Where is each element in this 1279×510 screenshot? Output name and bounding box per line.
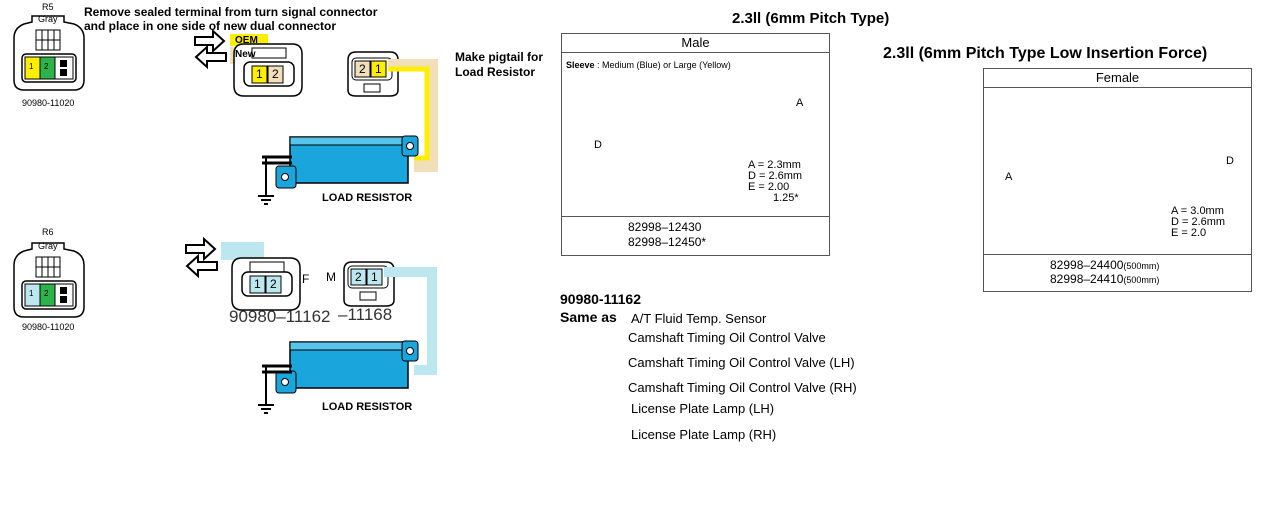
r5-pin-1: 1 <box>29 62 34 71</box>
load-resistor-top <box>258 135 419 205</box>
same-as-label: Same as <box>560 309 617 325</box>
male-part-2: 82998–12450* <box>628 235 707 249</box>
oem-new-arrows-top <box>194 28 227 70</box>
female-dim-a: A = 3.0mm <box>1171 205 1224 217</box>
oem-label-fill <box>230 34 268 46</box>
female-terminal-table: Female 82998–24400(500mm) 82998–24410(50… <box>983 68 1252 292</box>
r5-pin-2: 2 <box>44 62 49 71</box>
same-as-item-6: License Plate Lamp (RH) <box>631 427 777 442</box>
male-callout-d: D <box>594 139 602 151</box>
sleeve-note: Sleeve : Medium (Blue) or Large (Yellow) <box>566 60 731 70</box>
male-parts-footer: 82998–12430 82998–12450* <box>562 216 829 255</box>
male-top-pin-1: 1 <box>375 62 382 76</box>
female-callout-d: D <box>1226 155 1234 167</box>
female-connector-top <box>233 43 303 97</box>
male-label: M <box>326 270 336 284</box>
r6-pin-2: 2 <box>44 289 49 298</box>
same-as-item-3: Camshaft Timing Oil Control Valve (LH) <box>628 355 855 370</box>
r6-connector-face <box>13 242 85 318</box>
new-label: New <box>235 49 256 60</box>
male-panel-title: 2.3ll (6mm Pitch Type) <box>732 10 890 27</box>
r5-connector-face <box>13 15 85 91</box>
same-as-item-2: Camshaft Timing Oil Control Valve <box>628 330 826 345</box>
same-as-item-4: Camshaft Timing Oil Control Valve (RH) <box>628 380 857 395</box>
male-callout-a: A <box>796 97 804 109</box>
load-resistor-label-top: LOAD RESISTOR <box>322 192 413 204</box>
female-part-2-number: 82998–24410 <box>1050 272 1124 286</box>
female-part-1-length: (500mm) <box>1123 261 1160 271</box>
male-top-pin-2: 2 <box>359 62 366 76</box>
female-part-1: 82998–24400(500mm) <box>1050 258 1159 272</box>
r6-id: R6 <box>42 227 54 237</box>
pigtail-note-line-1: Make pigtail for <box>455 50 544 64</box>
male-dim-a: A = 2.3mm <box>748 159 801 171</box>
same-as-part-number: 90980-11162 <box>560 291 641 307</box>
oem-new-arrows-bottom <box>185 236 218 279</box>
instruction-line-1: Remove sealed terminal from turn signal … <box>84 5 378 19</box>
female-dim-d: D = 2.6mm <box>1171 216 1226 228</box>
pigtail-wire-tan <box>388 59 438 172</box>
female-top-pin-1: 1 <box>256 67 263 81</box>
male-part-1: 82998–12430 <box>628 220 702 234</box>
r5-id: R5 <box>42 2 54 12</box>
male-bottom-pin-1: 1 <box>371 270 378 284</box>
r5-color: Gray <box>38 14 58 24</box>
female-part-2-length: (500mm) <box>1123 275 1160 285</box>
female-dim-e: E = 2.0 <box>1171 227 1207 239</box>
instruction-line-2: and place in one side of new dual connec… <box>84 19 337 33</box>
female-label: F <box>302 272 310 286</box>
male-bottom-pin-2: 2 <box>355 270 362 284</box>
female-part-1-number: 82998–24400 <box>1050 258 1124 272</box>
pigtail-wire-yellow <box>388 66 430 161</box>
male-part-number: –11168 <box>338 305 393 324</box>
female-part-number: 90980–11162 <box>229 307 331 326</box>
sleeve-text: : Medium (Blue) or Large (Yellow) <box>597 60 731 70</box>
sleeve-label: Sleeve <box>566 60 595 70</box>
male-dim-e: E = 2.00 <box>748 181 790 193</box>
female-bottom-pin-1: 1 <box>254 277 261 291</box>
male-terminal-table: Male Sleeve : Medium (Blue) or Large (Ye… <box>561 33 830 256</box>
oem-label: OEM <box>235 35 258 46</box>
female-panel-title: 2.3ll (6mm Pitch Type Low Insertion Forc… <box>883 45 1208 62</box>
female-connector-bottom <box>231 257 301 311</box>
female-bottom-pin-2: 2 <box>270 277 277 291</box>
bottom-label-fill <box>221 242 264 260</box>
same-as-item-5: License Plate Lamp (LH) <box>631 401 775 416</box>
r5-part-number: 90980-11020 <box>22 98 75 108</box>
load-resistor-label-bottom: LOAD RESISTOR <box>322 401 413 413</box>
load-resistor-bottom <box>258 340 419 414</box>
same-as-item-1: A/T Fluid Temp. Sensor <box>631 311 767 326</box>
female-header: Female <box>984 69 1251 88</box>
female-callout-a: A <box>1005 171 1013 183</box>
r6-pin-1: 1 <box>29 289 34 298</box>
female-top-pin-2: 2 <box>272 67 279 81</box>
male-connector-bottom <box>343 261 395 307</box>
male-dim-e-alt: 1.25* <box>773 192 799 204</box>
male-dim-d: D = 2.6mm <box>748 170 803 182</box>
female-parts-footer: 82998–24400(500mm) 82998–24410(500mm) <box>984 254 1251 291</box>
r6-color: Gray <box>38 241 58 251</box>
pigtail-note-line-2: Load Resistor <box>455 65 536 79</box>
male-header: Male <box>562 34 829 53</box>
male-connector-top <box>347 51 399 97</box>
female-part-2: 82998–24410(500mm) <box>1050 272 1159 286</box>
r6-part-number: 90980-11020 <box>22 322 75 332</box>
pigtail-wire-cyan <box>384 267 437 375</box>
